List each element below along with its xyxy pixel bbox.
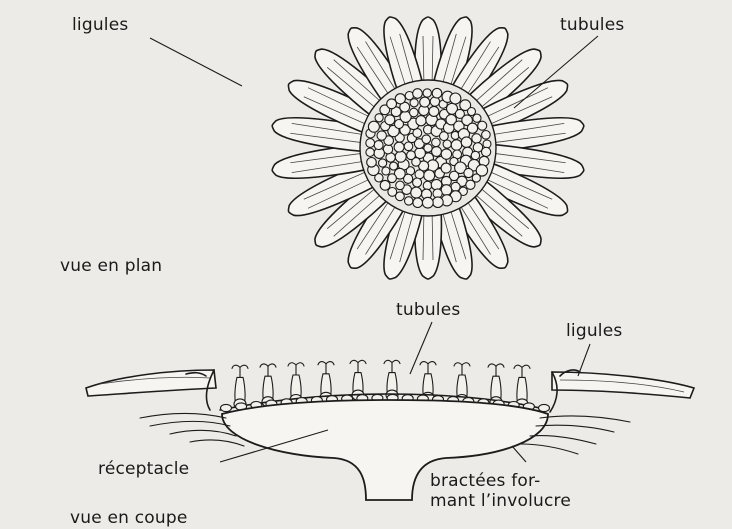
tubule-floret [482, 131, 491, 140]
tubule-floret [429, 106, 439, 116]
tubule-floret [413, 198, 423, 208]
tubule-floret [431, 179, 442, 190]
tubule-floret [423, 89, 431, 97]
ligules-leader-bottom [578, 344, 590, 376]
tubule-floret [467, 123, 477, 133]
tubule-floret [379, 159, 387, 167]
tubule-disc [360, 80, 496, 216]
tubule-floret [382, 167, 390, 175]
tubule-floret [374, 141, 383, 150]
tubule-floret [450, 93, 461, 104]
tubule-floret [422, 135, 431, 144]
label-tubules-top: tubules [560, 15, 624, 35]
tubule-floret [407, 151, 416, 160]
achene [221, 404, 232, 411]
flower-plan-view [270, 13, 585, 282]
tubule-floret [415, 170, 424, 179]
label-receptacle: réceptacle [98, 459, 189, 479]
tubule-floret [377, 131, 386, 140]
tubule-floret [464, 168, 473, 177]
label-ligules-top: ligules [72, 15, 128, 35]
tubule-floret [433, 197, 444, 208]
tubule-floret [473, 114, 481, 122]
tubule-floret [404, 142, 413, 151]
tubule-floret [410, 108, 419, 117]
label-bracts-line2: mant l’involucre [430, 491, 571, 511]
ligules-leader-top [150, 38, 242, 86]
tubules-leader-bottom [410, 322, 432, 374]
tubule-floret [411, 187, 422, 198]
tubule-floret [443, 140, 451, 148]
tubule-floret [483, 140, 491, 148]
tubule-floret [367, 158, 377, 168]
tubule-floret [424, 170, 435, 181]
tubule-floret [432, 138, 441, 147]
label-ligules-section: ligules [566, 321, 622, 341]
label-plan-view: vue en plan [60, 256, 162, 276]
ligule-right [552, 372, 694, 398]
tubule-floret [415, 148, 426, 159]
tubule-floret [423, 181, 432, 190]
tubule-floret [482, 147, 491, 156]
label-tubules-section: tubules [396, 300, 460, 320]
tubule-floret [422, 197, 433, 208]
tubule-floret [466, 180, 475, 189]
tubule-floret [388, 174, 397, 183]
label-bracts-line1: bractées for- [430, 471, 540, 491]
tubule-floret [396, 181, 405, 190]
label-section-view: vue en coupe [70, 508, 188, 528]
tubule-floret [420, 97, 430, 107]
tubule-floret [413, 178, 422, 187]
tubule-floret [394, 142, 404, 152]
achene [539, 404, 550, 411]
tubule-floret [478, 121, 487, 130]
tubule-floret [388, 188, 397, 197]
tubule-floret [416, 116, 426, 126]
bracts-leader [512, 446, 526, 462]
tubule-floret [366, 139, 375, 148]
tubule-floret [468, 108, 476, 116]
tubule-floret [413, 89, 423, 99]
tubule-floret [451, 140, 462, 151]
tubule-floret [395, 151, 406, 162]
section-floret [232, 365, 248, 409]
tubule-floret [441, 149, 451, 159]
tubule-floret [366, 148, 374, 156]
tubule-floret [405, 197, 413, 205]
tubule-floret [471, 151, 479, 159]
tubule-floret [375, 114, 383, 122]
tubule-floret [461, 137, 472, 148]
tubule-floret [368, 121, 379, 132]
tubule-floret [472, 134, 481, 143]
tubule-floret [441, 163, 451, 173]
tubule-floret [432, 88, 442, 98]
tubule-floret [395, 94, 405, 104]
tubule-floret [390, 162, 398, 170]
